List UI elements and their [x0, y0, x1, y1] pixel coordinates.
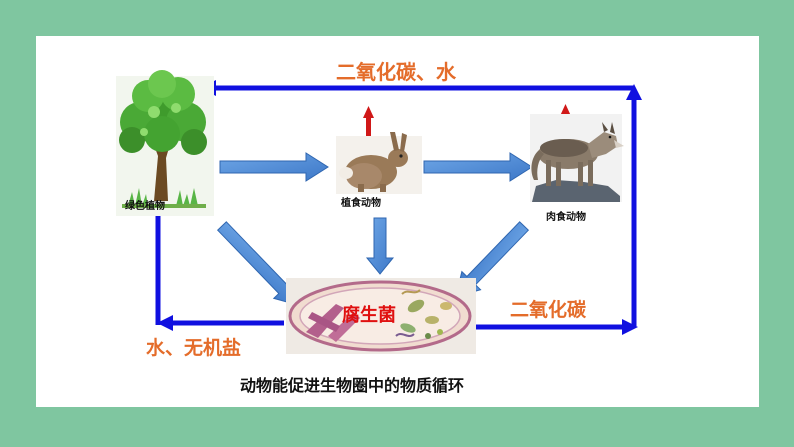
- tree-icon: [116, 70, 214, 216]
- co2-label: 二氧化碳: [510, 299, 587, 321]
- decomposer-dish-icon: [286, 278, 476, 354]
- diagram-caption: 动物能促进生物圈中的物质循环: [240, 376, 465, 395]
- material-cycle-diagram: [116, 70, 642, 354]
- rabbit-icon: [336, 132, 422, 194]
- co2-water-label: 二氧化碳、水: [336, 60, 456, 84]
- co2-release-arrow: [476, 319, 638, 335]
- wolf-icon: [530, 114, 624, 202]
- plant-label: 绿色植物: [125, 201, 165, 212]
- herbivore-up-arrow: [363, 106, 374, 138]
- water-salt-label: 水、无机盐: [146, 337, 242, 359]
- carnivore-label: 肉食动物: [546, 212, 586, 223]
- herbivore-label: 植食动物: [341, 198, 381, 209]
- slide-canvas: 二氧化碳、水 绿色植物 植食动物 肉食动物 腐生菌 二氧化碳 水、无机盐 动物能…: [36, 36, 759, 407]
- flow-arrow-plant-to-herbivore: [219, 152, 329, 182]
- flow-arrow-herbivore-to-carnivore: [423, 152, 533, 182]
- right-vertical-arrow: [626, 84, 642, 326]
- water-salt-release-arrow: [157, 315, 284, 331]
- flow-arrow-herbivore-to-decomposer: [365, 217, 395, 275]
- decomposer-label: 腐生菌: [342, 305, 396, 326]
